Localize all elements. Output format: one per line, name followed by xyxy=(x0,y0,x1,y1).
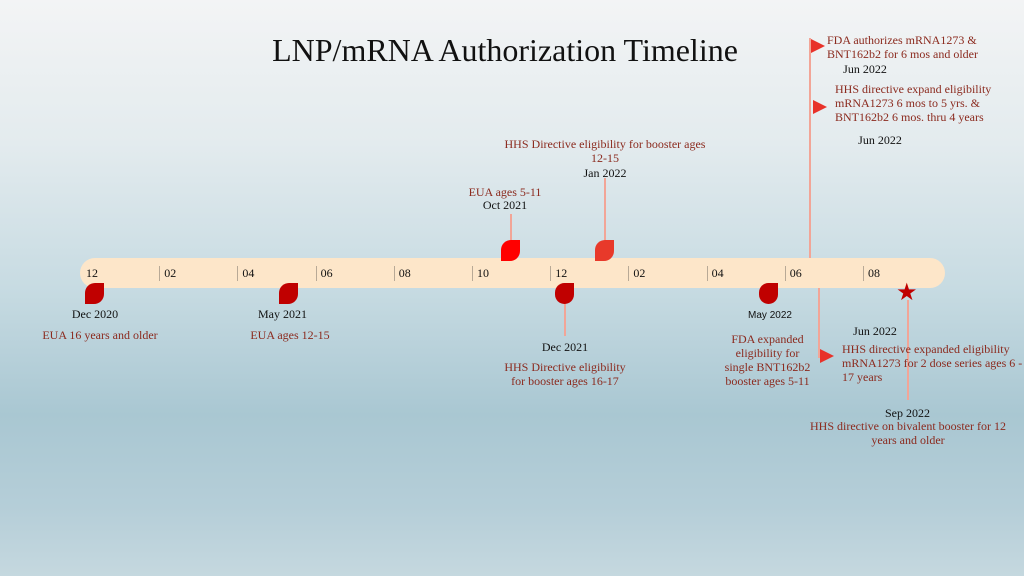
event-description: HHS directive expanded eligibility mRNA1… xyxy=(842,342,1023,384)
axis-tick-label: 12 xyxy=(86,266,98,280)
axis-tick-label: 04 xyxy=(242,266,255,280)
event-marker xyxy=(85,283,104,304)
event-description: HHS Directive eligibility for booster ag… xyxy=(504,137,706,165)
event-date: Jun 2022 xyxy=(843,62,887,76)
event-description: HHS Directive eligibility for booster ag… xyxy=(504,360,626,388)
event-marker xyxy=(555,283,574,304)
event-date: Dec 2021 xyxy=(541,340,589,354)
axis-tick-label: 04 xyxy=(711,266,724,280)
event-description: EUA ages 5-11 xyxy=(468,185,542,199)
timeline-bar xyxy=(80,258,945,288)
star-icon: ★ xyxy=(896,280,918,306)
event-date: Oct 2021 xyxy=(482,198,528,212)
event-date: May 2022 xyxy=(748,310,792,321)
axis-tick-label: 06 xyxy=(320,266,333,280)
event-date: Jun 2022 xyxy=(853,324,897,338)
axis-tick-label: 10 xyxy=(477,266,489,280)
event-date: Sep 2022 xyxy=(885,406,930,420)
axis-tick xyxy=(393,266,395,281)
event-marker xyxy=(595,240,614,261)
connector-line xyxy=(818,288,820,358)
event-description: HHS directive on bivalent booster for 12… xyxy=(810,419,1006,447)
axis-tick xyxy=(159,266,161,281)
axis-tick xyxy=(628,266,630,281)
event-description: FDA expanded eligibility for single BNT1… xyxy=(724,332,811,388)
axis-tick xyxy=(706,266,708,281)
connector-line xyxy=(510,214,512,242)
axis-tick xyxy=(237,266,239,281)
connector-line xyxy=(564,300,566,336)
axis-tick xyxy=(784,266,786,281)
axis-tick-label: 08 xyxy=(868,266,880,280)
event-marker xyxy=(501,240,520,261)
connector-line xyxy=(604,178,606,242)
event-date: Dec 2020 xyxy=(71,307,119,321)
event-description: FDA authorizes mRNA1273 & BNT162b2 for 6… xyxy=(827,33,978,61)
axis-tick xyxy=(315,266,317,281)
flag-icon xyxy=(811,39,825,53)
flag-icon xyxy=(820,349,834,363)
event-date: May 2021 xyxy=(258,307,307,321)
event-marker xyxy=(279,283,298,304)
axis-tick-label: 02 xyxy=(164,266,177,280)
event-date: Jun 2022 xyxy=(858,133,902,147)
connector-line xyxy=(809,38,811,258)
event-date: Jan 2022 xyxy=(583,166,627,180)
event-marker xyxy=(759,283,778,304)
axis-tick-label: 08 xyxy=(398,266,411,280)
connector-line xyxy=(907,300,909,400)
event-description: EUA 16 years and older xyxy=(42,328,158,342)
page-title: LNP/mRNA Authorization Timeline xyxy=(272,32,738,68)
axis-tick-label: 06 xyxy=(789,266,802,280)
event-description: HHS directive expand eligibility mRNA127… xyxy=(835,82,992,124)
flag-icon xyxy=(813,100,827,114)
axis-tick xyxy=(863,266,864,281)
axis-tick-label: 12 xyxy=(555,266,568,280)
axis-tick xyxy=(550,266,552,281)
axis-tick-label: 02 xyxy=(633,266,646,280)
event-description: EUA ages 12-15 xyxy=(250,328,330,342)
axis-tick xyxy=(472,266,473,281)
